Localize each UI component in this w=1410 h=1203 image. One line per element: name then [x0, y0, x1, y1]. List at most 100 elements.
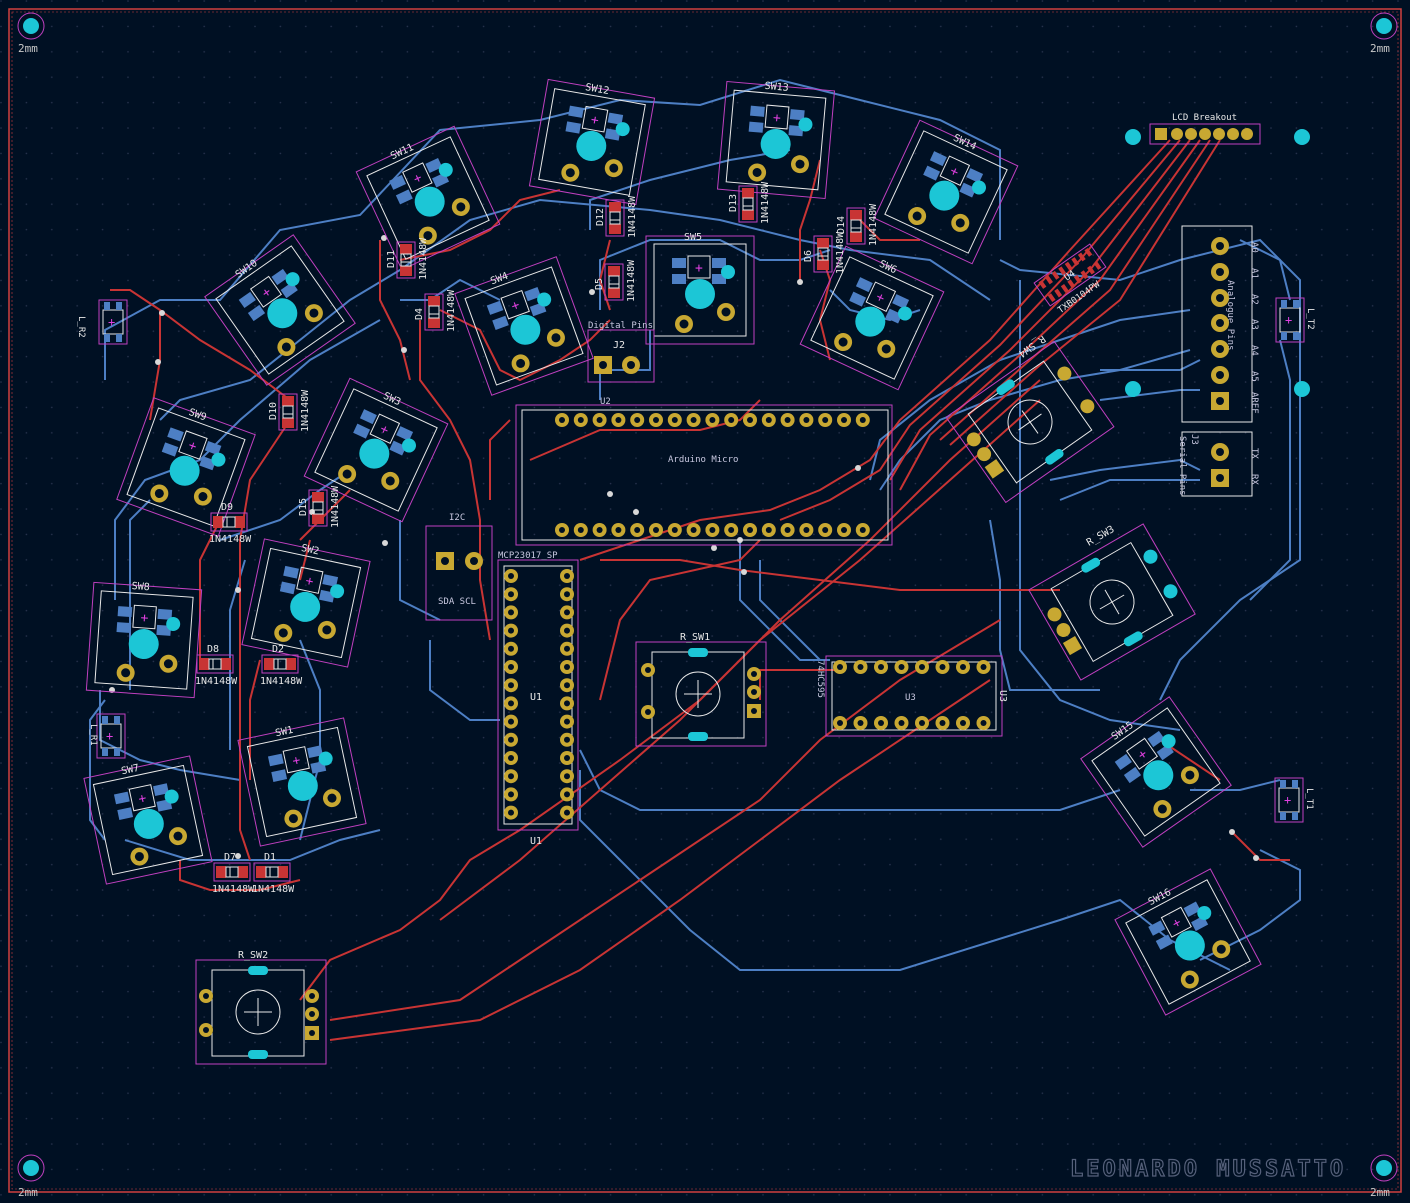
key-switch-label-sw7: SW7 — [120, 763, 140, 778]
serial-pin-rx: RX — [1249, 474, 1259, 485]
key-switch-label-sw2: SW2 — [300, 543, 320, 558]
key-switch-sw5[interactable]: + SW5 — [645, 232, 755, 345]
diode-ref-d10: D10 — [268, 402, 279, 420]
key-switch-sw7[interactable]: + SW7 — [83, 752, 213, 885]
i2c-connector[interactable]: I2C SDA SCL — [425, 513, 493, 621]
arduino-ref: U2 — [600, 397, 611, 407]
corner-label-tr: 2mm — [1370, 42, 1390, 55]
diode-d8[interactable]: D8 1N4148W — [195, 644, 238, 687]
diode-ref-d15: D15 — [298, 498, 309, 516]
svg-text:+: + — [695, 261, 703, 276]
diode-d7[interactable]: D7 1N4148W — [212, 852, 255, 895]
mcp-ref-bottom: U1 — [530, 836, 542, 847]
diode-value-d7: 1N4148W — [212, 884, 255, 895]
shift-register-ic[interactable]: U3 74HC595 U3 — [815, 655, 1008, 737]
shift-value: 74HC595 — [815, 660, 825, 698]
digital-pins-connector[interactable]: Digital Pins J2 — [587, 321, 655, 383]
analogue-pin-a0: A0 — [1249, 242, 1259, 253]
key-switch-sw15[interactable]: +SW15 — [1078, 694, 1232, 848]
diode-value-d15: 1N4148W — [330, 485, 341, 528]
svg-text:+: + — [291, 753, 302, 769]
designer-signature: LEONARDO MUSSATTO — [1070, 1157, 1346, 1182]
key-switch-sw2[interactable]: + SW2 — [241, 535, 371, 668]
key-switch-sw13[interactable]: +SW13 — [716, 78, 836, 200]
led-l-t2-label: L_T2 — [1305, 308, 1315, 330]
rotary-encoder-r-sw2[interactable]: R_SW2 — [195, 950, 327, 1065]
vias — [109, 235, 1259, 861]
analogue-pin-a5: A5 — [1249, 371, 1259, 382]
r-sw2-label: R_SW2 — [238, 950, 268, 961]
key-switch-sw11[interactable]: +SW11 — [355, 123, 501, 271]
led-footprints: + L_R2 + L_R1 + L_T2 + L_T1 — [76, 297, 1315, 823]
svg-text:+: + — [772, 111, 781, 127]
diode-value-d8: 1N4148W — [195, 676, 238, 687]
key-switch-sw8[interactable]: +SW8 — [85, 578, 203, 699]
i2c-pins: SDA SCL — [438, 597, 476, 607]
svg-text:+: + — [590, 113, 600, 129]
key-switch-sw6[interactable]: +SW6 — [799, 243, 945, 391]
shift-ref-2: U3 — [997, 690, 1008, 702]
i2c-title: I2C — [449, 513, 465, 523]
rotary-encoder-r-sw1[interactable]: R_SW1 — [635, 632, 767, 747]
diode-d9[interactable]: D9 1N4148W — [209, 502, 252, 545]
svg-text:+: + — [137, 791, 148, 807]
key-switch-sw12[interactable]: +SW12 — [528, 76, 656, 206]
analogue-pin-a2: A2 — [1249, 294, 1259, 305]
svg-text:+: + — [140, 611, 149, 627]
analogue-pin-aref: AREF — [1249, 392, 1259, 414]
serial-pin-tx: TX — [1249, 448, 1259, 459]
diode-ref-d13: D13 — [728, 194, 739, 212]
shift-ref: U3 — [905, 693, 916, 703]
led-l-r1-label: L_R1 — [88, 724, 98, 746]
diode-ref-d12: D12 — [595, 208, 606, 226]
diode-value-d6: 1N4148W — [835, 231, 846, 274]
diode-ref-d8: D8 — [207, 644, 219, 655]
analogue-pin-a1: A1 — [1249, 268, 1259, 279]
diode-value-d1: 1N4148W — [252, 884, 295, 895]
led-l-t1-label: L_T1 — [1304, 788, 1314, 810]
svg-text:+: + — [106, 729, 113, 743]
led-l-t2[interactable]: + L_T2 — [1275, 297, 1315, 343]
diode-value-d9: 1N4148W — [209, 534, 252, 545]
key-switch-sw4[interactable]: +SW4 — [453, 253, 594, 396]
key-switch-sw3[interactable]: +SW3 — [303, 375, 449, 523]
serial-pins-connector[interactable]: Serial Pins J3 TX RX — [1177, 431, 1259, 497]
board-outline — [8, 8, 1402, 1193]
key-switch-label-sw5: SW5 — [684, 232, 702, 243]
front-copper-traces — [110, 139, 1290, 1041]
key-switch-sw1[interactable]: +SW1 — [237, 714, 367, 847]
led-l-r2[interactable]: + L_R2 — [76, 299, 128, 345]
digital-pins-ref: J2 — [613, 340, 625, 351]
svg-text:+: + — [1284, 793, 1291, 807]
diode-d6[interactable]: D6 1N4148W — [803, 231, 846, 274]
led-l-r1[interactable]: + L_R1 — [88, 713, 126, 759]
diode-ref-d6: D6 — [803, 250, 814, 262]
analogue-pins-connector[interactable]: Analogue Pins A0 A1 A2 A3 A4 A5 AREF — [1181, 225, 1259, 423]
svg-text:+: + — [304, 574, 315, 590]
corner-label-bl: 2mm — [18, 1186, 38, 1199]
mcp23017-ic[interactable]: U1 U1 MCP23017_SP — [497, 551, 579, 847]
shift-pins — [833, 660, 991, 730]
diode-ref-d7: D7 — [224, 852, 236, 863]
diode-ref-d1: D1 — [264, 852, 276, 863]
diode-value-d5: 1N4148W — [626, 259, 637, 302]
diode-d1[interactable]: D1 1N4148W — [252, 852, 295, 895]
lcd-breakout-connector[interactable]: LCD Breakout — [1149, 113, 1261, 145]
diode-d15[interactable]: D15 1N4148W — [298, 485, 341, 528]
mcp-pins — [504, 569, 574, 820]
diode-ref-d9: D9 — [221, 502, 233, 513]
led-l-t1[interactable]: + L_T1 — [1274, 777, 1314, 823]
diode-ref-d14: D14 — [836, 216, 847, 234]
arduino-micro[interactable]: Arduino Micro U2 — [515, 397, 893, 546]
svg-text:+: + — [108, 315, 115, 329]
